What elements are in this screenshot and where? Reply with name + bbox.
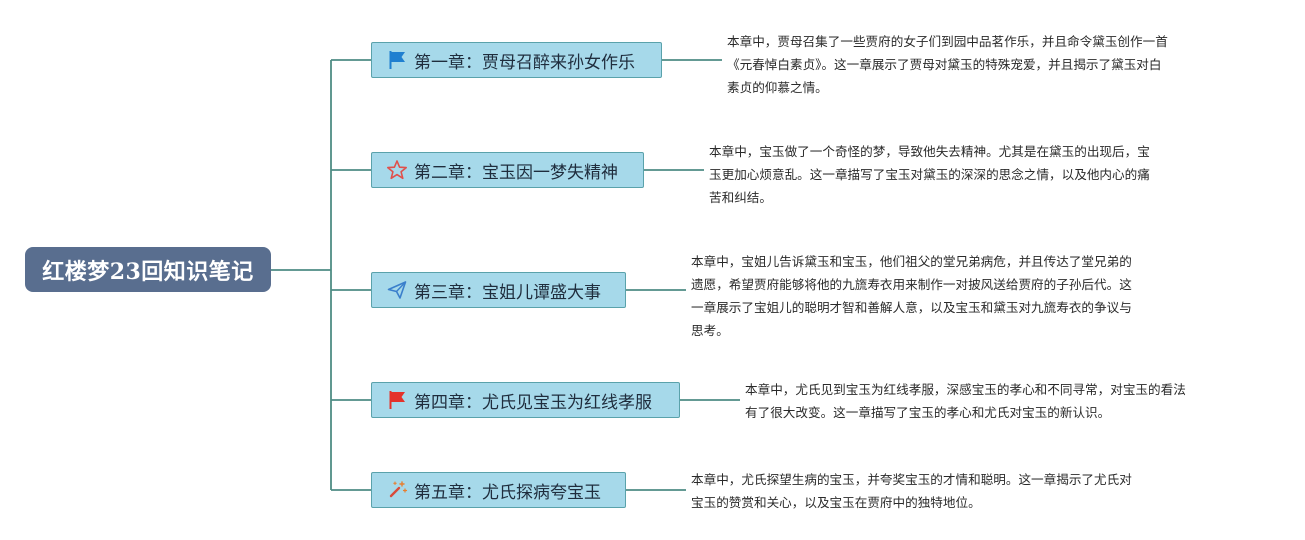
- note-line: 本章中，宝玉做了一个奇怪的梦，导致他失去精神。尤其是在黛玉的出现后，宝: [709, 144, 1150, 159]
- star-outline-icon: [386, 159, 408, 181]
- red-flag-icon: [386, 389, 408, 411]
- chapter-2-topic[interactable]: 第二章：宝玉因一梦失精神: [371, 152, 644, 188]
- chapter-1-title: 第一章：贾母召醉来孙女作乐: [414, 52, 635, 73]
- note-line: 一章展示了宝姐儿的聪明才智和善解人意，以及宝玉和黛玉对九旒寿衣的争议与: [691, 300, 1132, 315]
- blue-flag-icon: [386, 49, 408, 71]
- note-line: 有了很大改变。这一章描写了宝玉的孝心和尤氏对宝玉的新认识。: [745, 405, 1111, 420]
- chapter-4-title: 第四章：尤氏见宝玉为红线孝服: [414, 392, 652, 413]
- chapter-3-topic[interactable]: 第三章：宝姐儿谭盛大事: [371, 272, 626, 308]
- note-line: 本章中，尤氏见到宝玉为红线孝服，深感宝玉的孝心和不同寻常，对宝玉的看法: [745, 382, 1186, 397]
- note-line: 本章中，贾母召集了一些贾府的女子们到园中品茗作乐，并且命令黛玉创作一首: [727, 34, 1168, 49]
- chapter-1-note: 本章中，贾母召集了一些贾府的女子们到园中品茗作乐，并且命令黛玉创作一首 《元春悼…: [727, 30, 1168, 99]
- chapter-4-note: 本章中，尤氏见到宝玉为红线孝服，深感宝玉的孝心和不同寻常，对宝玉的看法 有了很大…: [745, 378, 1186, 424]
- note-line: 苦和纠结。: [709, 190, 772, 205]
- chapter-1-topic[interactable]: 第一章：贾母召醉来孙女作乐: [371, 42, 662, 78]
- note-line: 玉更加心烦意乱。这一章描写了宝玉对黛玉的深深的思念之情，以及他内心的痛: [709, 167, 1150, 182]
- chapter-2-title: 第二章：宝玉因一梦失精神: [414, 162, 618, 183]
- chapter-2-note: 本章中，宝玉做了一个奇怪的梦，导致他失去精神。尤其是在黛玉的出现后，宝 玉更加心…: [709, 140, 1150, 209]
- chapter-5-title: 第五章：尤氏探病夸宝玉: [414, 482, 601, 503]
- note-line: 本章中，尤氏探望生病的宝玉，并夸奖宝玉的才情和聪明。这一章揭示了尤氏对: [691, 472, 1132, 487]
- chapter-5-topic[interactable]: 第五章：尤氏探病夸宝玉: [371, 472, 626, 508]
- chapter-3-title: 第三章：宝姐儿谭盛大事: [414, 282, 601, 303]
- chapter-4-topic[interactable]: 第四章：尤氏见宝玉为红线孝服: [371, 382, 680, 418]
- chapter-5-note: 本章中，尤氏探望生病的宝玉，并夸奖宝玉的才情和聪明。这一章揭示了尤氏对 宝玉的赞…: [691, 468, 1132, 514]
- paper-plane-icon: [386, 279, 408, 301]
- note-line: 《元春悼白素贞》。这一章展示了贾母对黛玉的特殊宠爱，并且揭示了黛玉对白: [727, 57, 1162, 72]
- note-line: 思考。: [691, 323, 729, 338]
- magic-wand-icon: [386, 479, 408, 501]
- chapter-3-note: 本章中，宝姐儿告诉黛玉和宝玉，他们祖父的堂兄弟病危，并且传达了堂兄弟的 遗愿，希…: [691, 250, 1132, 342]
- note-line: 素贞的仰慕之情。: [727, 80, 828, 95]
- root-topic[interactable]: 红楼梦23回知识笔记: [25, 247, 271, 292]
- note-line: 遗愿，希望贾府能够将他的九旒寿衣用来制作一对披风送给贾府的子孙后代。这: [691, 277, 1132, 292]
- root-topic-title: 红楼梦23回知识笔记: [42, 258, 254, 285]
- note-line: 本章中，宝姐儿告诉黛玉和宝玉，他们祖父的堂兄弟病危，并且传达了堂兄弟的: [691, 254, 1132, 269]
- note-line: 宝玉的赞赏和关心，以及宝玉在贾府中的独特地位。: [691, 495, 981, 510]
